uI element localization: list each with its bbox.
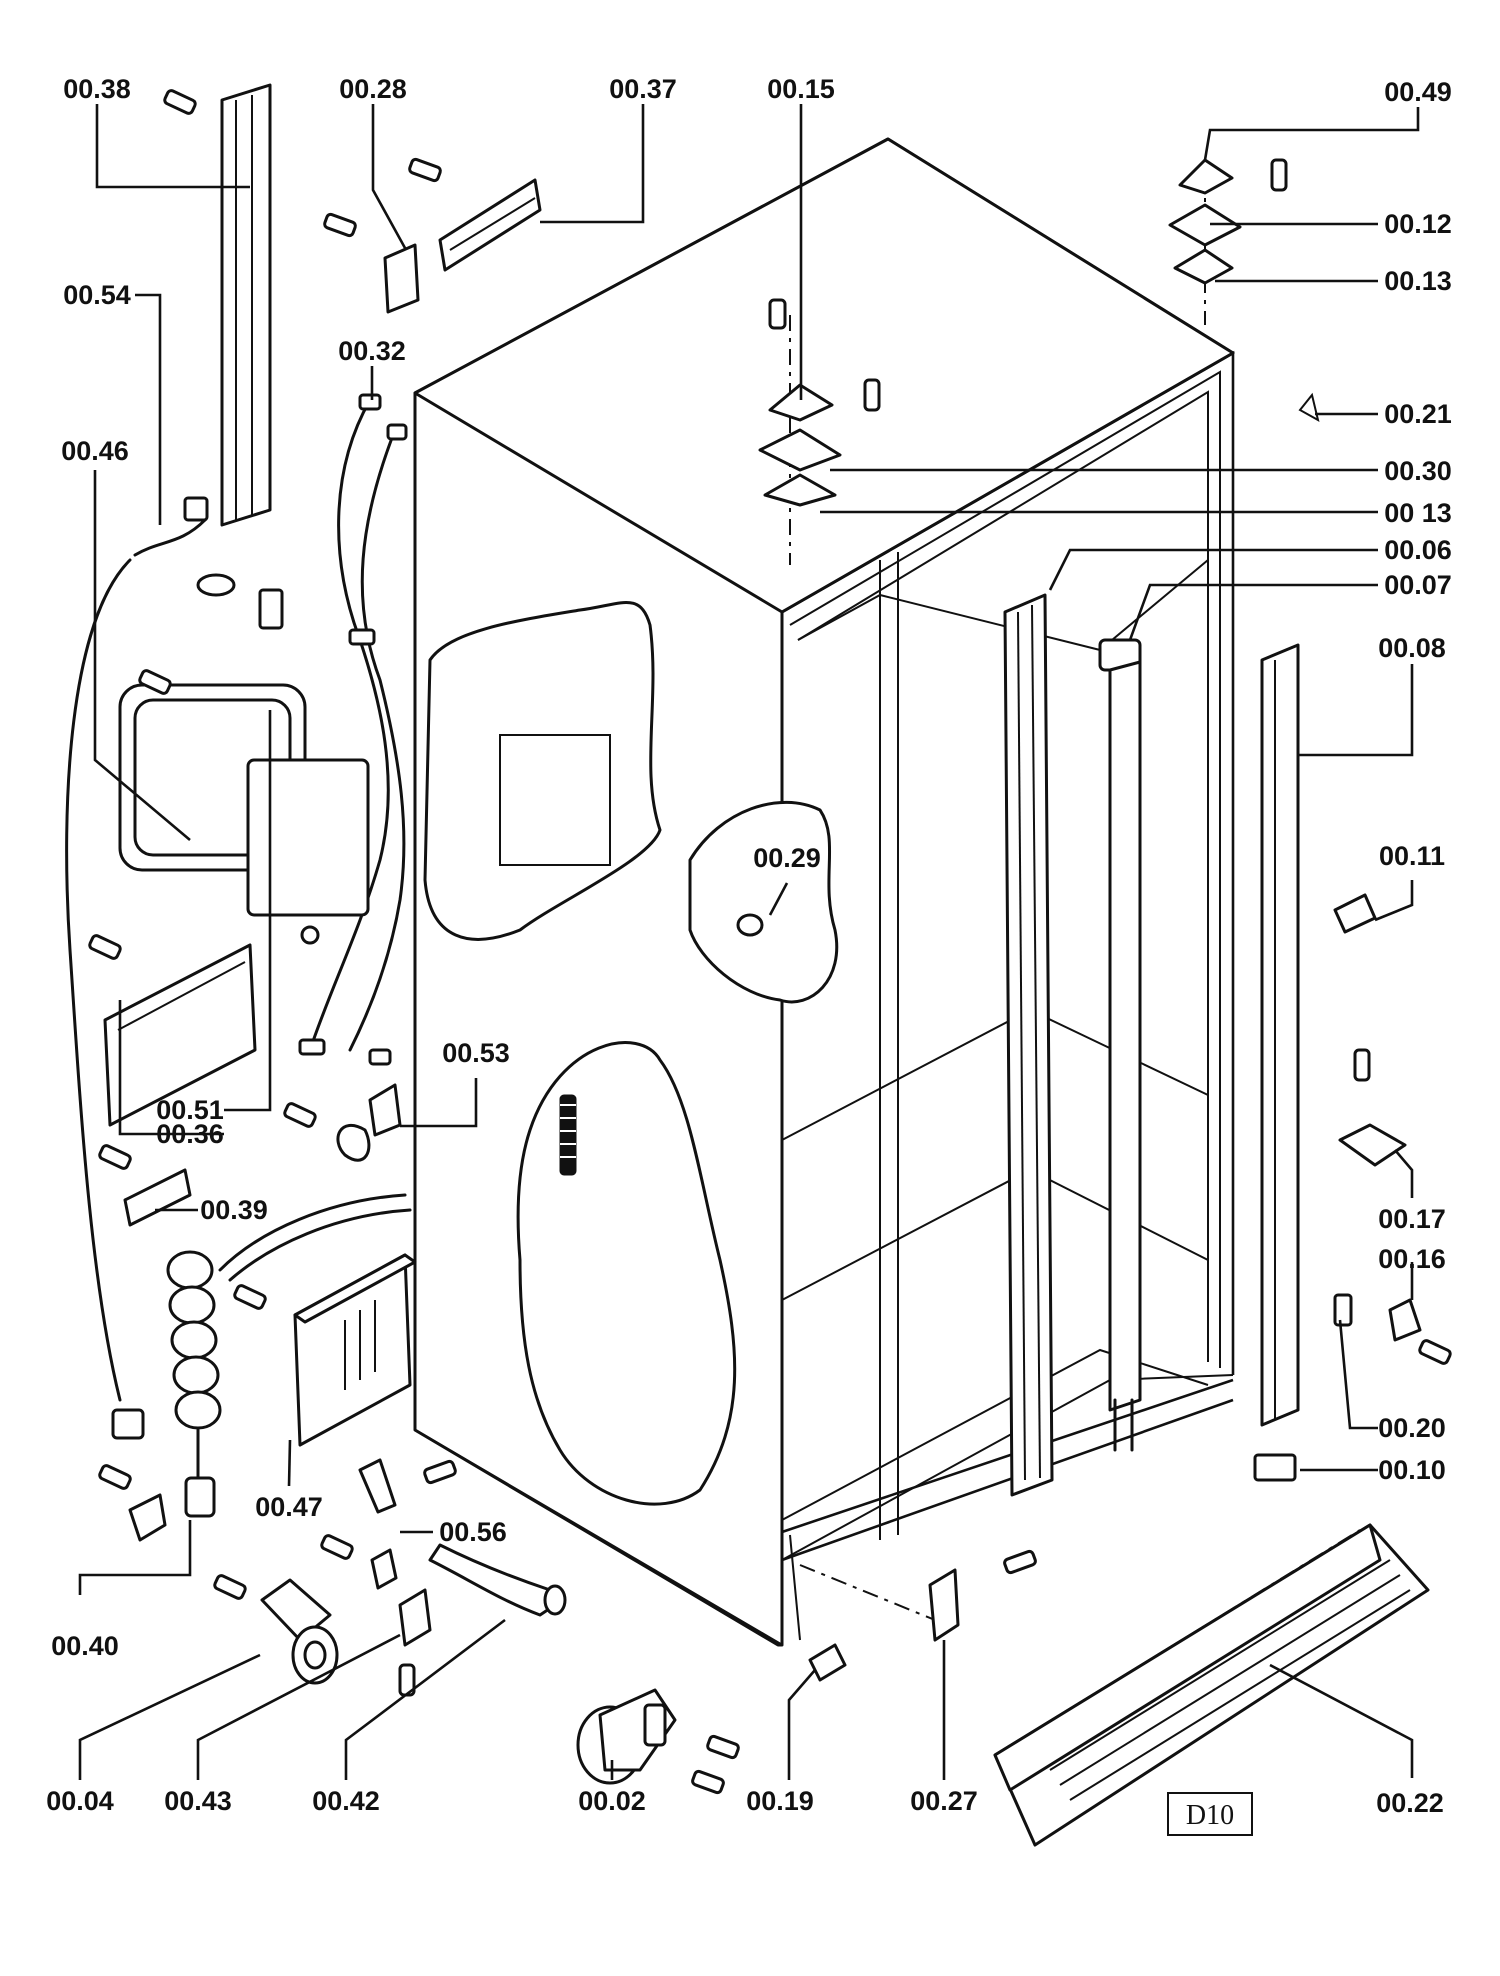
label-00-08: 00.08 — [1378, 633, 1446, 663]
label-00-17: 00.17 — [1378, 1204, 1446, 1234]
corner-strip-00-38 — [163, 83, 272, 527]
control-box-00-47 — [233, 1253, 417, 1447]
label-00-22: 00.22 — [1376, 1788, 1444, 1818]
drain-coil — [559, 1094, 577, 1176]
label-00-42: 00.42 — [312, 1786, 380, 1816]
label-00-56: 00.56 — [439, 1517, 507, 1547]
bracket-00-56 — [320, 1458, 457, 1590]
grille-00-22 — [993, 1523, 1430, 1847]
rail-00-37 — [408, 157, 542, 272]
panel-00-51 — [88, 934, 257, 1127]
part-00-10 — [1253, 1453, 1297, 1482]
label-00-19: 00.19 — [746, 1786, 814, 1816]
label-00-53: 00.53 — [442, 1038, 510, 1068]
upper-right-hinge-assembly — [1168, 158, 1320, 422]
label-00-06: 00.06 — [1384, 535, 1452, 565]
door-stop-strip-00-06 — [1003, 593, 1054, 1497]
label-00-30: 00.30 — [1384, 456, 1452, 486]
label-00-32: 00.32 — [338, 336, 406, 366]
label-00-21: 00.21 — [1384, 399, 1452, 429]
door-strip-00-07 — [1098, 638, 1142, 1452]
heater-wire-00-46 — [65, 496, 284, 1440]
power-cord-00-40 — [98, 1193, 412, 1542]
label-00-16: 00.16 — [1378, 1244, 1446, 1274]
frame-assembly-00-54 — [118, 669, 370, 917]
label-00-27: 00.27 — [910, 1786, 978, 1816]
label-00-10: 00.10 — [1378, 1455, 1446, 1485]
label-00-49: 00.49 — [1384, 77, 1452, 107]
diagram-code: D10 — [1186, 1800, 1234, 1831]
label-00-43: 00.43 — [164, 1786, 232, 1816]
label-00-13: 00.13 — [1384, 266, 1452, 296]
wiring-harness-00-32 — [298, 393, 408, 1066]
label-00-37: 00.37 — [609, 74, 677, 104]
fitting-00-29 — [736, 913, 764, 937]
hinge-00-16-00-20 — [1333, 1293, 1452, 1365]
label-00-39: 00.39 — [200, 1195, 268, 1225]
label-00-36: 00.36 — [156, 1119, 224, 1149]
part-labels: 00.38 00.28 00.37 00.15 00.49 00.12 00.1… — [46, 74, 1452, 1818]
roller-00-04 — [213, 1574, 339, 1685]
label-00-04: 00.04 — [46, 1786, 114, 1816]
label-00-13-b: 00 13 — [1384, 498, 1452, 528]
roller-00-02 — [576, 1688, 740, 1795]
label-00-11: 00.11 — [1379, 841, 1445, 871]
label-00-28: 00.28 — [339, 74, 407, 104]
label-00-47: 00.47 — [255, 1492, 323, 1522]
label-00-15: 00.15 — [767, 74, 835, 104]
label-00-07: 00.07 — [1384, 570, 1452, 600]
hinge-bracket-00-27 — [799, 1549, 1037, 1642]
hinge-00-17 — [1338, 1048, 1407, 1167]
diagram-code-box: D10 — [1167, 1792, 1253, 1836]
bracket-00-28 — [323, 212, 420, 314]
label-00-51: 00.51 — [156, 1095, 224, 1125]
label-00-29: 00.29 — [753, 843, 821, 873]
label-00-54: 00.54 — [63, 280, 131, 310]
label-00-46: 00.46 — [61, 436, 129, 466]
bracket-00-19 — [808, 1643, 847, 1682]
label-00-12: 00.12 — [1384, 209, 1452, 239]
upper-left-hinge-assembly — [758, 298, 881, 565]
label-00-02: 00.02 — [578, 1786, 646, 1816]
label-00-20: 00.20 — [1378, 1413, 1446, 1443]
label-00-40: 00.40 — [51, 1631, 119, 1661]
clip-00-53 — [283, 1083, 402, 1162]
door-strip-00-08 — [1260, 643, 1300, 1427]
drain-tube-00-42 — [428, 1543, 567, 1617]
leader-lines — [78, 104, 1420, 1780]
strip-00-39 — [98, 1144, 192, 1227]
label-00-38: 00.38 — [63, 74, 131, 104]
clip-00-11 — [1333, 893, 1377, 934]
cabinet-body — [413, 137, 1235, 1647]
